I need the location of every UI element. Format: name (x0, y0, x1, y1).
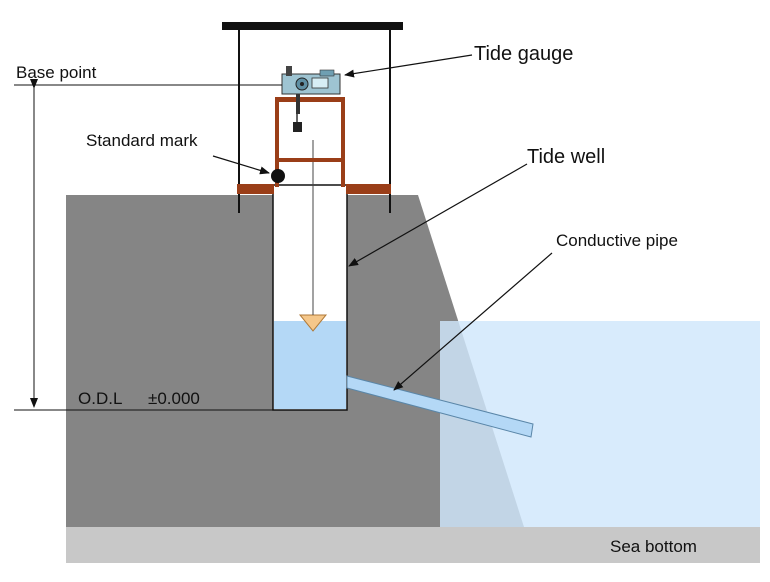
tide-well-leader (348, 163, 528, 267)
gauge-stand-crossbar (275, 158, 345, 162)
slab-right (346, 184, 391, 194)
standard-mark-dot (271, 169, 285, 183)
sea-bottom-label: Sea bottom (610, 537, 697, 556)
odl-value-label: ±0.000 (148, 389, 200, 408)
shelter-roof (222, 22, 403, 30)
conductive-pipe-label: Conductive pipe (556, 231, 678, 250)
standard-mark-label: Standard mark (86, 131, 198, 150)
well-water (274, 321, 346, 409)
base-point-label: Base point (16, 63, 97, 82)
tide-well-label: Tide well (527, 146, 605, 168)
conductive-pipe (346, 375, 534, 438)
gauge-stand-top (275, 97, 345, 102)
gauge-stand-right-post (341, 97, 345, 187)
conductive-pipe-leader (393, 252, 553, 391)
standard-mark-leader (212, 155, 270, 175)
gauge-stand-left-post (275, 97, 279, 187)
odl-label: O.D.L (78, 389, 122, 408)
tide-gauge-icon (281, 66, 341, 132)
sea-bottom-strip (66, 527, 760, 563)
tide-gauge-label: Tide gauge (474, 43, 573, 65)
tide-gauge-leader (344, 54, 473, 78)
slab-left (237, 184, 274, 194)
